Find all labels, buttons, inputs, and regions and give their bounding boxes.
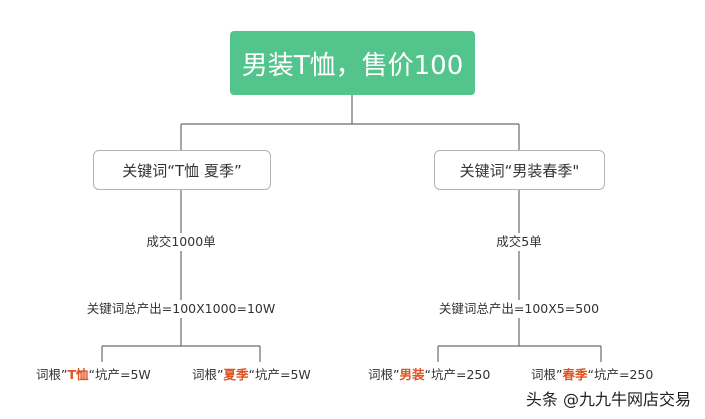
left-leaf-2: 词根”夏季“坑产=5W bbox=[192, 366, 311, 384]
leaf-suffix: “坑产=5W bbox=[88, 367, 151, 382]
leaf-root-word: 春季 bbox=[562, 367, 588, 382]
right-output-label: 关键词总产出=100X5=500 bbox=[429, 300, 609, 318]
leaf-root-word: 夏季 bbox=[223, 367, 249, 382]
right-leaf-2: 词根”春季“坑产=250 bbox=[531, 366, 653, 384]
leaf-prefix: 词根” bbox=[368, 367, 400, 382]
leaf-suffix: “坑产=5W bbox=[248, 367, 311, 382]
root-node-label: 男装T恤，售价100 bbox=[241, 50, 464, 81]
right-deal-label: 成交5单 bbox=[479, 233, 559, 251]
right-keyword-label: 关键词“男装春季" bbox=[459, 161, 580, 180]
leaf-prefix: 词根” bbox=[531, 367, 563, 382]
right-leaf-1: 词根”男装“坑产=250 bbox=[368, 366, 490, 384]
leaf-prefix: 词根” bbox=[36, 367, 68, 382]
left-output-label: 关键词总产出=100X1000=10W bbox=[81, 300, 281, 318]
left-deal-label: 成交1000单 bbox=[131, 233, 231, 251]
watermark: 头条 @九九牛网店交易 bbox=[525, 390, 691, 409]
leaf-root-word: 男装 bbox=[399, 367, 425, 382]
root-node: 男装T恤，售价100 bbox=[230, 31, 475, 95]
leaf-prefix: 词根” bbox=[192, 367, 224, 382]
right-keyword-node: 关键词“男装春季" bbox=[434, 150, 605, 190]
leaf-suffix: “坑产=250 bbox=[587, 367, 654, 382]
left-leaf-1: 词根”T恤“坑产=5W bbox=[36, 366, 151, 384]
left-keyword-label: 关键词“T恤 夏季” bbox=[122, 161, 242, 180]
left-keyword-node: 关键词“T恤 夏季” bbox=[93, 150, 271, 190]
leaf-suffix: “坑产=250 bbox=[424, 367, 491, 382]
leaf-root-word: T恤 bbox=[67, 367, 89, 382]
